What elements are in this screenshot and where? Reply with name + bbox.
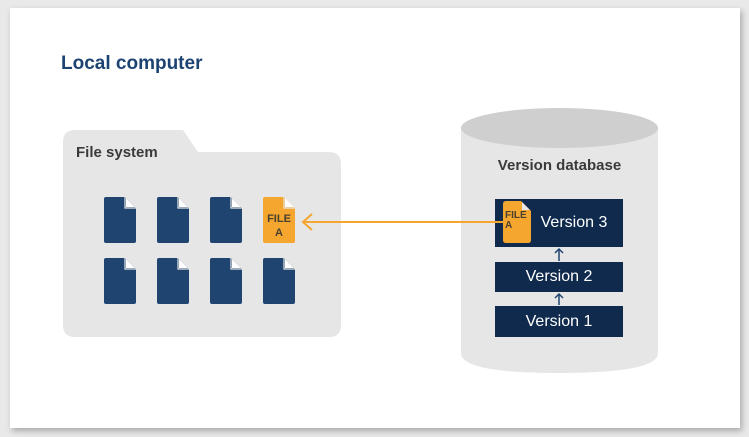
- file-icon: [157, 197, 189, 243]
- version-3-file-line2: A: [505, 220, 513, 231]
- diagram-title: Local computer: [61, 53, 203, 74]
- restore-arrow-head: [301, 213, 313, 231]
- file-a-label-line1: FILE: [267, 213, 291, 225]
- file-icon: [157, 258, 189, 304]
- version-database-label: Version database: [497, 157, 622, 174]
- file-a-icon: [263, 197, 295, 243]
- version-1-label: Version 1: [525, 312, 593, 330]
- version-2-label: Version 2: [525, 268, 593, 285]
- version-3-file-icon: [503, 201, 531, 243]
- file-icon: [104, 258, 136, 304]
- file-a-label-line2: A: [275, 227, 283, 239]
- file-system-label: File system: [76, 144, 158, 161]
- version-3-file-label: FILE A: [505, 211, 527, 231]
- version-1-box: Version 1: [495, 306, 623, 337]
- v2-to-v3-arrow-head: [554, 247, 564, 254]
- file-icon: [210, 258, 242, 304]
- file-icon: [104, 197, 136, 243]
- file-icon: [263, 258, 295, 304]
- v1-to-v2-arrow-head: [554, 292, 564, 299]
- version-3-label: Version 3: [540, 214, 608, 231]
- version-2-box: Version 2: [495, 262, 623, 292]
- file-icon: [210, 197, 242, 243]
- version-3-file-line1: FILE: [505, 210, 527, 221]
